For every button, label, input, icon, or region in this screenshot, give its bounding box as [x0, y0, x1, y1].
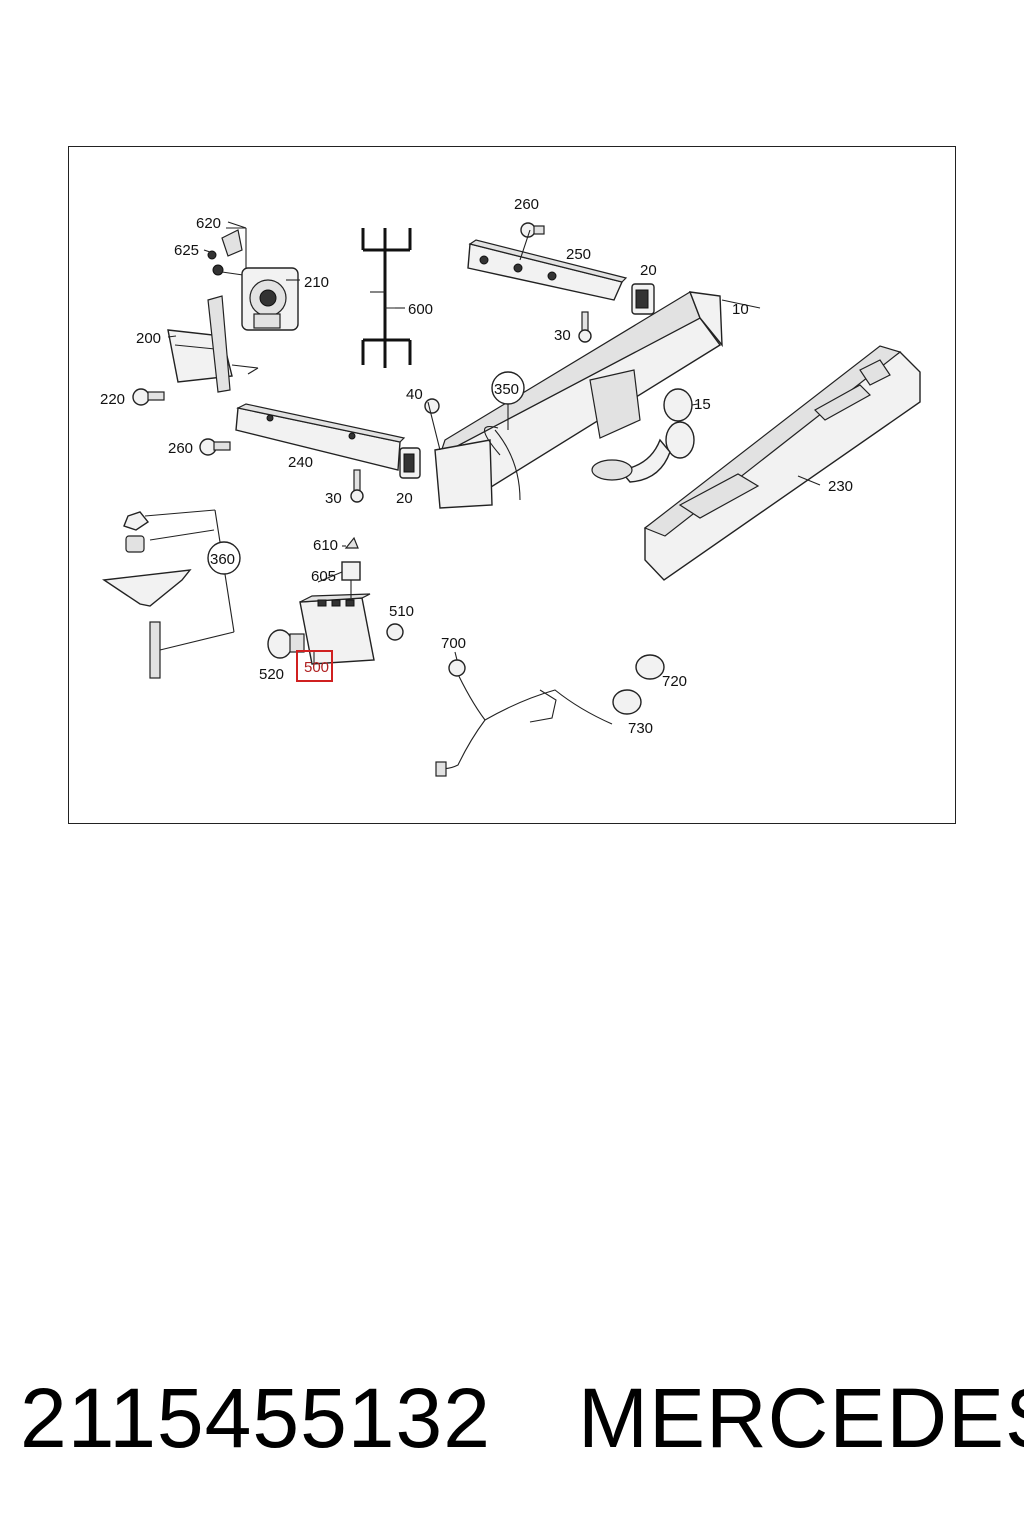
- callout-label-610: 610: [313, 537, 338, 554]
- callout-label-520: 520: [259, 666, 284, 683]
- callout-label-20: 20: [396, 490, 413, 507]
- callout-label-240: 240: [288, 454, 313, 471]
- callout-circle-360: [207, 541, 241, 575]
- callout-label-15: 15: [694, 396, 711, 413]
- callout-label-250: 250: [566, 246, 591, 263]
- callout-label-260: 260: [168, 440, 193, 457]
- part-number: 2115455132: [20, 1371, 491, 1465]
- callout-label-30: 30: [554, 327, 571, 344]
- callout-label-500: 500: [304, 659, 329, 676]
- callout-lines: [167, 221, 821, 664]
- highlight-box-500: [296, 650, 333, 682]
- callout-label-40: 40: [406, 386, 423, 403]
- callout-label-510: 510: [389, 603, 414, 620]
- footer: 2115455132 MERCEDES: [0, 1370, 1024, 1470]
- callout-label-210: 210: [304, 274, 329, 291]
- callout-label-360: 360: [210, 551, 235, 568]
- callout-label-700: 700: [441, 635, 466, 652]
- callout-label-260: 260: [514, 196, 539, 213]
- right-rail-drawing: [467, 222, 655, 343]
- part-600-drawing: [361, 228, 412, 368]
- callout-label-620: 620: [196, 215, 221, 232]
- crossmember-drawing: [424, 291, 723, 509]
- callout-label-730: 730: [628, 720, 653, 737]
- callout-label-30: 30: [325, 490, 342, 507]
- callout-label-350: 350: [494, 381, 519, 398]
- callout-label-605: 605: [311, 568, 336, 585]
- bumper-beam-drawing: [643, 345, 921, 581]
- brand-name: MERCEDES: [578, 1371, 1024, 1465]
- callout-label-720: 720: [662, 673, 687, 690]
- callout-label-200: 200: [136, 330, 161, 347]
- callout-label-600: 600: [408, 301, 433, 318]
- callout-label-10: 10: [732, 301, 749, 318]
- callout-circle-350: [491, 371, 525, 405]
- stud-bracket-drawing: [102, 509, 235, 679]
- callout-label-20: 20: [640, 262, 657, 279]
- callout-label-230: 230: [828, 478, 853, 495]
- callout-label-625: 625: [174, 242, 199, 259]
- wiring-drawing: [435, 654, 665, 777]
- callout-label-220: 220: [100, 391, 125, 408]
- socket-assembly-drawing: [132, 227, 299, 406]
- left-rail-drawing: [199, 403, 421, 503]
- control-unit-drawing: [267, 536, 404, 665]
